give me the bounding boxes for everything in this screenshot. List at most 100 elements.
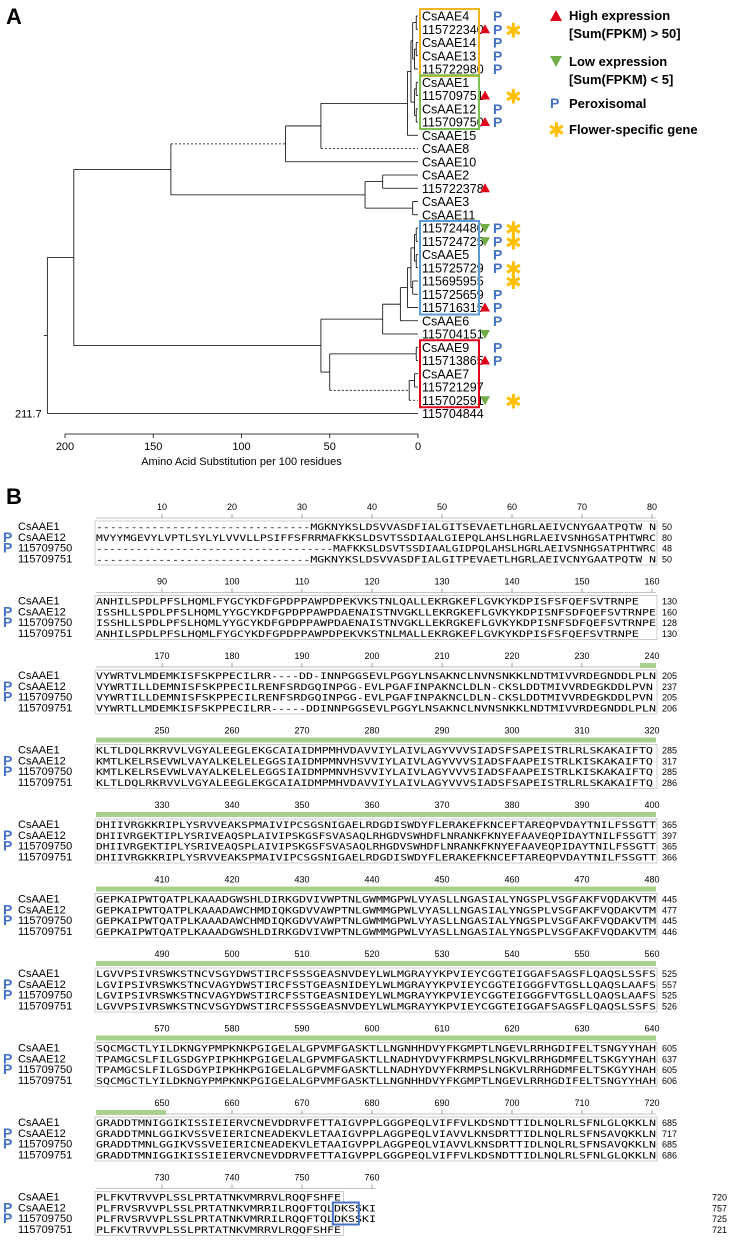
peroxisomal-marker: P xyxy=(493,286,502,302)
x-axis-tick-label: 150 xyxy=(144,441,162,453)
sequence-row: SQCMGCTLYILDKNGYPMPKNKPGIGELALGPVMFGASKT… xyxy=(96,1077,656,1087)
sequence-end-position: 206 xyxy=(662,703,677,713)
tree-leaf-label: CsAAE14 xyxy=(422,36,476,50)
legend-flower-label: Flower-specific gene xyxy=(569,122,698,137)
tree-leaf-label: 115724480 xyxy=(422,222,484,236)
alignment-block-frame xyxy=(94,893,658,938)
sequence-name: CsAAE12 xyxy=(18,979,66,991)
sequence-end-position: 50 xyxy=(662,522,672,532)
alignment-ruler-number: 180 xyxy=(224,651,239,661)
tree-leaf-label: 115722340 xyxy=(422,23,484,37)
alignment-ruler-number: 210 xyxy=(434,651,449,661)
domain-highlight-bar xyxy=(96,1110,166,1115)
legend-high-label: High expression xyxy=(569,8,670,23)
alignment-ruler-number: 440 xyxy=(364,875,379,885)
alignment-ruler-number: 20 xyxy=(227,502,237,512)
tree-leaf-label: CsAAE15 xyxy=(422,129,476,143)
alignment-ruler-number: 560 xyxy=(644,949,659,959)
peroxisomal-marker: P xyxy=(493,101,502,117)
clade-box xyxy=(419,339,480,409)
sequence-end-position: 205 xyxy=(662,671,677,681)
sequence-name: CsAAE12 xyxy=(18,606,66,618)
sequence-row: PLFKVTRVVPLSSLPRTATNKVMRRVLRQQFSHFE xyxy=(96,1226,341,1236)
sequence-name: 115709750 xyxy=(18,692,72,704)
sequence-name: 115709751 xyxy=(18,1224,72,1236)
sequence-name: CsAAE1 xyxy=(18,521,60,533)
sequence-end-position: 366 xyxy=(662,852,677,862)
low-expression-marker xyxy=(480,237,490,247)
sequence-end-position: 317 xyxy=(662,756,677,766)
alignment-ruler-number: 730 xyxy=(154,1173,169,1183)
alignment-ruler-number: 450 xyxy=(434,875,449,885)
peroxisomal-marker: P xyxy=(3,1210,12,1226)
alignment-ruler-number: 700 xyxy=(504,1098,519,1108)
peroxisomal-marker: P xyxy=(493,8,502,24)
peroxisomal-marker: P xyxy=(493,300,502,316)
sequence-end-position: 445 xyxy=(662,916,677,926)
alignment-ruler-number: 430 xyxy=(294,875,309,885)
legend-low-sublabel: [Sum(FPKM) < 5] xyxy=(569,72,673,87)
sequence-name: CsAAE12 xyxy=(18,830,66,842)
alignment-ruler-number: 540 xyxy=(504,949,519,959)
peroxisomal-marker: P xyxy=(493,61,502,77)
sequence-row: GEPKAIPWTQATPLKAAADGWSHLDIRKGDVIVWPTNLGW… xyxy=(96,896,656,906)
sequence-row: -------------------------------MGKNYKSLD… xyxy=(96,555,656,565)
sequence-row: GEPKAIPWTQATPLKAAADAWCHMDIQKGDVVAWPTNLGW… xyxy=(96,906,656,916)
tree-leaf-label: 115702591 xyxy=(422,394,484,408)
tree-leaf-label: 115695955 xyxy=(422,275,484,289)
alignment-ruler-number: 470 xyxy=(574,875,589,885)
sequence-name: CsAAE12 xyxy=(18,681,66,693)
sequence-end-position: 557 xyxy=(662,980,677,990)
sequence-end-position: 285 xyxy=(662,746,677,756)
tree-leaf-label: 115713865 xyxy=(422,354,484,368)
alignment-ruler-number: 50 xyxy=(437,502,447,512)
tree-leaf-label: CsAAE7 xyxy=(422,367,469,381)
sequence-row: GRADDTMNLGGIKVSSVEIERICNEADEKVLETAAIGVPP… xyxy=(96,1141,656,1151)
alignment-block-frame xyxy=(94,669,658,715)
alignment-block-frame xyxy=(94,1042,658,1087)
sequence-end-position: 130 xyxy=(662,629,677,639)
tree-leaf-label: 115704151 xyxy=(422,328,484,342)
sequence-end-position: 525 xyxy=(662,969,677,979)
sequence-end-position: 637 xyxy=(662,1054,677,1064)
sequence-row: PLFRVSRVVPLSSLPRTATNKVMRRILRQQFTQLDKSSKI xyxy=(96,1204,376,1214)
x-axis-label: Amino Acid Substitution per 100 residues xyxy=(141,456,342,468)
tree-leaf-label: 115725659 xyxy=(422,288,484,302)
peroxisomal-marker: P xyxy=(3,603,12,619)
sequence-row: LGVIPSIVRSWKSTNCVAGYDWSTIRCFSSTGEASNIDEY… xyxy=(96,981,656,991)
alignment-ruler-number: 190 xyxy=(294,651,309,661)
sequence-row: LGVIPSIVRSWKSTNCVAGYDWSTIRCFSSTGEASNIDEY… xyxy=(96,992,656,1002)
peroxisomal-marker: P xyxy=(493,35,502,51)
tree-leaf-label: CsAAE6 xyxy=(422,314,469,328)
alignment-ruler-number: 280 xyxy=(364,726,379,736)
sequence-end-position: 130 xyxy=(662,597,677,607)
sequence-name: CsAAE1 xyxy=(18,1117,60,1129)
domain-highlight-bar xyxy=(96,886,656,892)
tree-leaf-label: 115725729 xyxy=(422,261,484,275)
sequence-name: 115709750 xyxy=(18,1213,72,1225)
sequence-end-position: 757 xyxy=(712,1203,727,1213)
sequence-name: 115709750 xyxy=(18,841,72,853)
alignment-ruler-number: 380 xyxy=(504,800,519,810)
sequence-row: GEPKAIPWTQATPLKAAADAWCHMDIQKGDVVAWPTNLGW… xyxy=(96,917,656,927)
sequence-row: PLFRVSRVVPLSSLPRTATNKVMRRILRQQFTQLDKSSKI xyxy=(96,1215,376,1225)
sequence-row: PLFKVTRVVPLSSLPRTATNKVMRRVLRQQFSHFE xyxy=(96,1194,341,1204)
sequence-end-position: 205 xyxy=(662,693,677,703)
sequence-name: 115709750 xyxy=(18,766,72,778)
peroxisomal-marker: P xyxy=(3,976,12,992)
domain-highlight-bar xyxy=(96,812,656,817)
sequence-name: 115709750 xyxy=(18,543,72,555)
flower-specific-star-icon: ✱ xyxy=(505,85,522,109)
alignment-ruler-number: 600 xyxy=(364,1024,379,1034)
alignment-ruler-number: 520 xyxy=(364,949,379,959)
sequence-name: CsAAE12 xyxy=(18,1128,66,1140)
alignment-ruler-number: 610 xyxy=(434,1024,449,1034)
sequence-end-position: 286 xyxy=(662,778,677,788)
high-expression-marker xyxy=(480,183,490,193)
sequence-row: DHIIVRGEKTIPLYSRIVEAQSPLAIVIPSKGSFSVASAQ… xyxy=(96,832,656,842)
alignment-ruler-number: 710 xyxy=(574,1098,589,1108)
tree-leaf-label: 115709751 xyxy=(422,89,484,103)
flower-specific-star-icon: ✱ xyxy=(505,18,522,42)
alignment-ruler-number: 220 xyxy=(504,651,519,661)
